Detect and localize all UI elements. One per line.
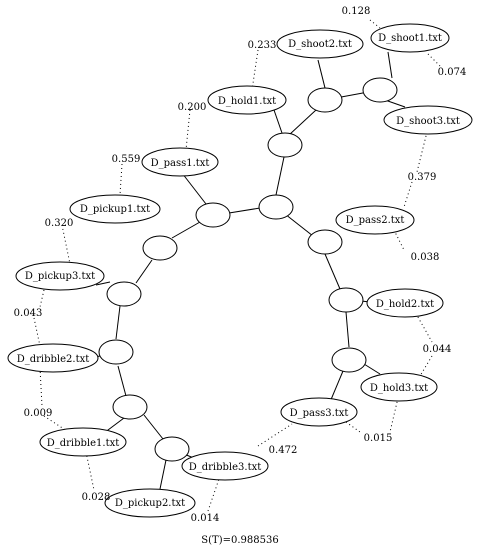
distance-label-shoot2: 0.233: [248, 40, 277, 51]
distance-label-pickup2: 0.028: [82, 492, 111, 503]
leaf-label-hold1: D_hold1.txt: [218, 96, 276, 107]
leaf-dribble2: D_dribble2.txt: [7, 343, 99, 373]
internal-nodes: [98, 77, 398, 462]
leaf-nodes: D_shoot2.txt D_shoot1.txt D_shoot3.txt D…: [7, 23, 473, 518]
leaf-dribble3: D_dribble3.txt: [181, 451, 269, 481]
leaf-shoot3: D_shoot3.txt: [383, 105, 473, 135]
distance-label-dribble1: 0.009: [24, 408, 53, 419]
leaf-label-shoot3: D_shoot3.txt: [396, 116, 460, 127]
leaf-hold3: D_hold3.txt: [360, 372, 438, 402]
leaf-pickup1: D_pickup1.txt: [69, 194, 161, 224]
leaf-label-shoot1: D_shoot1.txt: [378, 33, 442, 44]
distance-label-hold1: 0.200: [178, 102, 207, 113]
distance-label-dribble3: 0.014: [191, 513, 220, 524]
leaf-label-pass1: D_pass1.txt: [151, 158, 210, 169]
leaf-pass2: D_pass2.txt: [335, 205, 415, 235]
tree-edges: [94, 51, 406, 490]
distance-label-pass3: 0.015: [364, 433, 393, 444]
leaf-hold1: D_hold1.txt: [207, 85, 287, 115]
leaf-label-pickup3: D_pickup3.txt: [25, 271, 95, 282]
distance-label-shoot1: 0.128: [342, 6, 371, 17]
distance-label-pickup3: 0.043: [14, 308, 43, 319]
leaf-pass1: D_pass1.txt: [141, 147, 219, 177]
distance-label-pickup1: 0.320: [45, 218, 74, 229]
leaf-pickup2: D_pickup2.txt: [104, 488, 196, 518]
distance-label-shoot3: 0.074: [438, 67, 467, 78]
leaf-label-pickup1: D_pickup1.txt: [80, 204, 150, 215]
distance-label-hold3: 0.044: [423, 344, 452, 355]
leaf-label-hold3: D_hold3.txt: [370, 383, 428, 394]
leaf-label-shoot2: D_shoot2.txt: [288, 39, 352, 50]
distance-labels: 0.128 0.233 0.074 0.200 0.379 0.038 0.04…: [14, 6, 467, 524]
leaf-pass3: D_pass3.txt: [280, 397, 358, 427]
distance-leaders: [33, 19, 441, 512]
leaf-label-pass3: D_pass3.txt: [290, 408, 349, 419]
distance-label-pass1: 0.559: [112, 154, 141, 165]
distance-label-hold2: 0.038: [411, 252, 440, 263]
leaf-dribble1: D_dribble1.txt: [39, 427, 127, 457]
leaf-label-dribble2: D_dribble2.txt: [17, 354, 90, 365]
distance-label-pass2: 0.379: [408, 172, 437, 183]
leaf-label-hold2: D_hold2.txt: [376, 299, 434, 310]
distance-label-pass3-extra: 0.472: [269, 445, 298, 456]
tree-score-label: S(T)=0.988536: [201, 535, 278, 546]
leaf-label-pass2: D_pass2.txt: [346, 215, 405, 226]
leaf-label-pickup2: D_pickup2.txt: [115, 498, 185, 509]
leaf-shoot2: D_shoot2.txt: [276, 29, 364, 59]
leaf-pickup3: D_pickup3.txt: [15, 261, 105, 291]
leaf-shoot1: D_shoot1.txt: [370, 23, 450, 53]
leaf-label-dribble1: D_dribble1.txt: [47, 438, 120, 449]
leaf-hold2: D_hold2.txt: [366, 288, 444, 318]
leaf-label-dribble3: D_dribble3.txt: [189, 462, 262, 473]
